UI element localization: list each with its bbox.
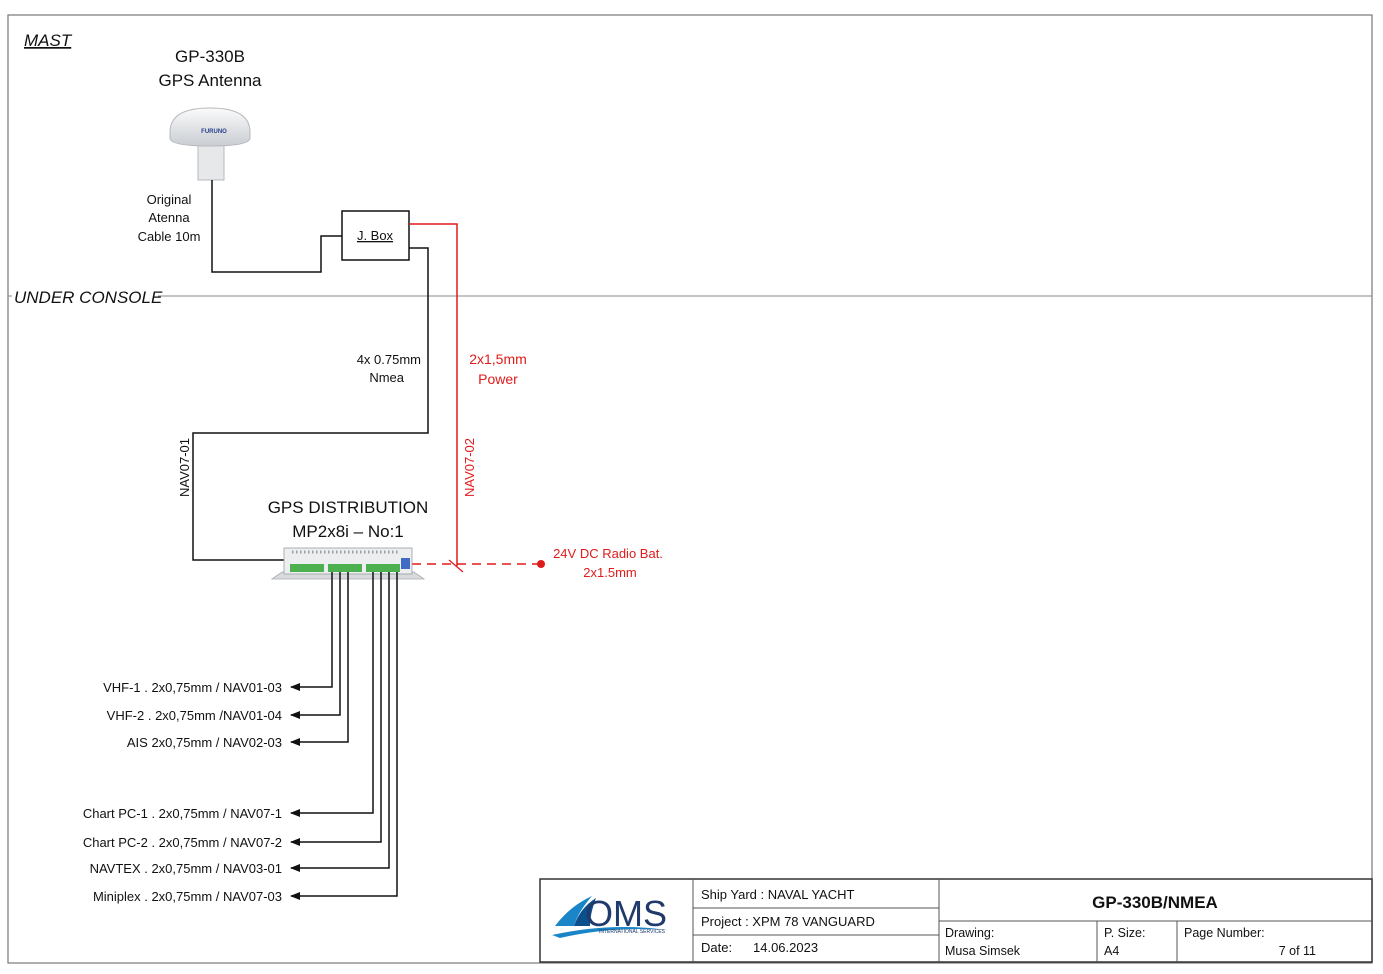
output-wire — [290, 572, 333, 691]
zone-label-mast: MAST — [24, 31, 73, 50]
output-label: VHF-2 . 2x0,75mm /NAV01-04 — [107, 708, 282, 723]
output-wires — [290, 572, 398, 900]
antenna-cable-wire — [211, 180, 342, 273]
logo-text: OMS — [585, 893, 667, 934]
nmea-cable-wire — [192, 247, 429, 561]
page-number-label: Page Number: — [1184, 926, 1265, 940]
title-block: OMS INTERNATIONAL SERVICES Ship Yard : N… — [539, 878, 1373, 963]
nmea-cable-line1: 4x 0.75mm — [357, 352, 421, 367]
zone-label-bg — [12, 286, 158, 306]
gps-antenna-dome-icon: FURUNO — [169, 107, 251, 181]
power-tick — [448, 559, 464, 573]
output-wire — [290, 572, 374, 817]
junction-box — [341, 210, 410, 261]
logo-subtext: INTERNATIONAL SERVICES — [599, 929, 666, 935]
drawing-title: GP-330B/NMEA — [1092, 893, 1218, 912]
junction-box-label: J. Box — [357, 228, 394, 243]
antenna-name: GPS Antenna — [158, 71, 262, 90]
power-cable-id: NAV07-02 — [462, 438, 477, 497]
nmea-cable-id: NAV07-01 — [177, 438, 192, 497]
power-cable-line1: 2x1,5mm — [469, 351, 527, 367]
antenna-model: GP-330B — [175, 47, 245, 66]
oms-logo: OMS INTERNATIONAL SERVICES — [552, 893, 668, 938]
date-label: Date: — [701, 940, 732, 955]
output-wire — [290, 572, 382, 846]
nmea-cable-line2: Nmea — [369, 370, 404, 385]
output-wire — [290, 572, 398, 900]
project: Project : XPM 78 VANGUARD — [701, 914, 875, 929]
output-label: NAVTEX . 2x0,75mm / NAV03-01 — [90, 861, 282, 876]
antenna-cable-line1: Original — [147, 192, 192, 207]
output-wire — [290, 572, 390, 872]
output-label: Chart PC-1 . 2x0,75mm / NAV07-1 — [83, 806, 282, 821]
output-label: VHF-1 . 2x0,75mm / NAV01-03 — [103, 680, 282, 695]
antenna-brand: FURUNO — [201, 129, 227, 135]
distribution-title-line1: GPS DISTRIBUTION — [268, 498, 429, 517]
battery-terminal-dot — [537, 560, 545, 568]
paper-size-label: P. Size: — [1104, 926, 1145, 940]
output-label: AIS 2x0,75mm / NAV02-03 — [127, 735, 282, 750]
paper-size-value: A4 — [1104, 944, 1119, 958]
drawing-value: Musa Simsek — [945, 944, 1021, 958]
battery-line1: 24V DC Radio Bat. — [553, 546, 663, 561]
antenna-cable-line3: Cable 10m — [138, 229, 201, 244]
distribution-title-line2: MP2x8i – No:1 — [292, 522, 404, 541]
output-label: Miniplex . 2x0,75mm / NAV07-03 — [93, 889, 282, 904]
ship-yard: Ship Yard : NAVAL YACHT — [701, 887, 854, 902]
antenna-cable-line2: Atenna — [148, 210, 190, 225]
zone-label-under-console: UNDER CONSOLE — [14, 288, 163, 307]
battery-line2: 2x1.5mm — [583, 565, 636, 580]
output-label: Chart PC-2 . 2x0,75mm / NAV07-2 — [83, 835, 282, 850]
page-number-value: 7 of 11 — [1279, 944, 1316, 958]
date-value: 14.06.2023 — [753, 940, 818, 955]
drawing-label: Drawing: — [945, 926, 994, 940]
output-wire — [290, 572, 341, 719]
page-border — [7, 14, 1373, 964]
power-cable-wire — [409, 223, 458, 566]
output-wire — [290, 572, 349, 746]
power-cable-line2: Power — [478, 371, 518, 387]
